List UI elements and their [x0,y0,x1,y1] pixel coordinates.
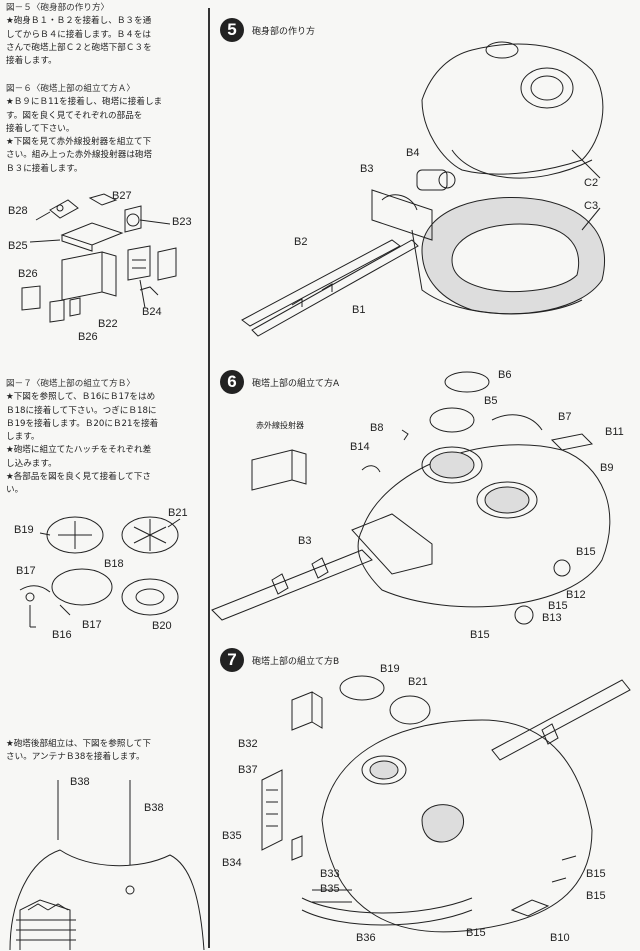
part-label: B19 [14,524,34,536]
part-label: B26 [78,331,98,343]
part-label: B21 [408,676,428,688]
part-label: B25 [8,240,28,252]
fig7-line: ★砲塔に組立てたハッチをそれぞれ差 [6,445,152,456]
hatch-parts-drawing [0,505,208,645]
fig7-line: ★下図を参照して、Ｂ16にＢ17をはめ [6,392,156,403]
part-label: B34 [222,857,242,869]
part-label: B23 [172,216,192,228]
fig5-line: 接着します。 [6,56,57,67]
part-label: B17 [82,619,102,631]
fig6-heading: 図－６〈砲塔上部の組立て方Ａ〉 [6,84,135,94]
ir-projector-parts-drawing [0,180,208,350]
part-label: B15 [586,890,606,902]
step-title: 砲塔上部の組立て方A [252,379,340,389]
rear-instructions: ★砲塔後部組立は、下図を参照して下 さい。アンテナＢ38を接着します。 [6,738,206,765]
part-label: B38 [144,802,164,814]
fig6-instructions: 図－６〈砲塔上部の組立て方Ａ〉 ★Ｂ９にＢ11を接着し、砲塔に接着しま す。図を… [6,83,206,176]
part-label: B9 [600,462,614,474]
part-label: C3 [584,200,599,212]
assembly-steps-column: 5 砲身部の作り方 B4 B3 C2 C3 B2 B1 6 砲塔上部の組立て方A… [212,0,640,951]
part-label: B17 [16,565,36,577]
part-label: B38 [70,776,90,788]
part-label: B15 [586,868,606,880]
part-label: B28 [8,205,28,217]
part-label: B3 [360,163,374,175]
part-label: B27 [112,190,132,202]
fig7-line: Ｂ18に接着して下さい。つぎにＢ18に [6,405,157,416]
part-label: B11 [605,426,624,438]
fig7-line: し込みます。 [6,458,57,469]
fig6-line: す。図を良く見てそれぞれの部品を [6,110,143,121]
part-label: B20 [152,620,172,632]
part-label: B8 [370,422,384,434]
part-label: B6 [498,369,512,381]
fig5-heading: 図－５〈砲身部の作り方〉 [6,3,110,13]
fig7-line: します。 [6,432,40,443]
step6-turret-upper-a-diagram [212,360,640,650]
part-label: B4 [406,147,420,159]
part-label: B35 [320,883,340,895]
fig6-line: さい。組み上った赤外線投射器は砲塔 [6,150,153,161]
step-number-badge: 5 [220,18,244,42]
part-label: B15 [548,600,568,612]
part-label: B19 [380,663,400,675]
fig5-line: さんで砲塔上部Ｃ２と砲塔下部Ｃ３を [6,42,152,53]
rear-line: さい。アンテナＢ38を接着します。 [6,752,145,763]
part-label: B36 [356,932,376,944]
step-number-badge: 7 [220,648,244,672]
part-label: B33 [320,868,340,880]
fig6-line: ★下図を見て赤外線投射器を組立て下 [6,137,152,148]
part-label: B18 [104,558,124,570]
part-label: B1 [352,304,366,316]
part-label: B21 [168,507,188,519]
rear-line: ★砲塔後部組立は、下図を参照して下 [6,739,151,749]
left-instructions-column: 図－５〈砲身部の作り方〉 ★砲身Ｂ１・Ｂ２を接着し、Ｂ３を通 してからＢ４に接着… [0,0,208,951]
part-label: B15 [466,927,486,939]
column-divider [208,8,210,948]
fig5-line: してからＢ４に接着します。Ｂ４をは [6,29,151,40]
part-label: B37 [238,764,258,776]
part-label: B26 [18,268,38,280]
fig6-line: ★Ｂ９にＢ11を接着し、砲塔に接着しま [6,97,163,108]
part-label: B14 [350,441,370,453]
part-label: B35 [222,830,242,842]
part-label: B3 [298,535,312,547]
part-label: B13 [542,612,562,624]
fig7-heading: 図－７〈砲塔上部の組立て方Ｂ〉 [6,379,135,389]
fig7-line: ★各部品を図を良く見て接着して下さ [6,472,151,483]
fig7-instructions: 図－７〈砲塔上部の組立て方Ｂ〉 ★下図を参照して、Ｂ16にＢ17をはめ Ｂ18に… [6,378,206,498]
part-label: B5 [484,395,498,407]
part-label: B2 [294,236,308,248]
part-label: B24 [142,306,162,318]
part-label: B22 [98,318,118,330]
part-label: B15 [576,546,596,558]
step-title: 砲塔上部の組立て方B [252,657,340,667]
fig7-line: Ｂ19を接着します。Ｂ20にＢ21を接着 [6,418,159,429]
step5-gun-barrel-diagram [212,30,640,350]
part-label: B12 [566,589,586,601]
part-label: C2 [584,177,599,189]
step-number-badge: 6 [220,370,244,394]
fig6-line: 接着して下さい。 [6,123,75,134]
part-label: B7 [558,411,572,423]
fig5-instructions: 図－５〈砲身部の作り方〉 ★砲身Ｂ１・Ｂ２を接着し、Ｂ３を通 してからＢ４に接着… [6,2,206,68]
turret-rear-drawing [0,770,208,951]
part-label: B32 [238,738,258,750]
part-label: B10 [550,932,570,944]
part-label: B15 [470,629,490,641]
step-title: 砲身部の作り方 [252,27,316,37]
ir-projector-label: 赤外線投射器 [256,421,304,430]
fig5-line: ★砲身Ｂ１・Ｂ２を接着し、Ｂ３を通 [6,16,152,27]
part-label: B16 [52,629,72,641]
step7-turret-upper-b-diagram [212,660,640,951]
fig7-line: い。 [6,485,24,496]
fig6-line: Ｂ３に接着します。 [6,163,83,174]
